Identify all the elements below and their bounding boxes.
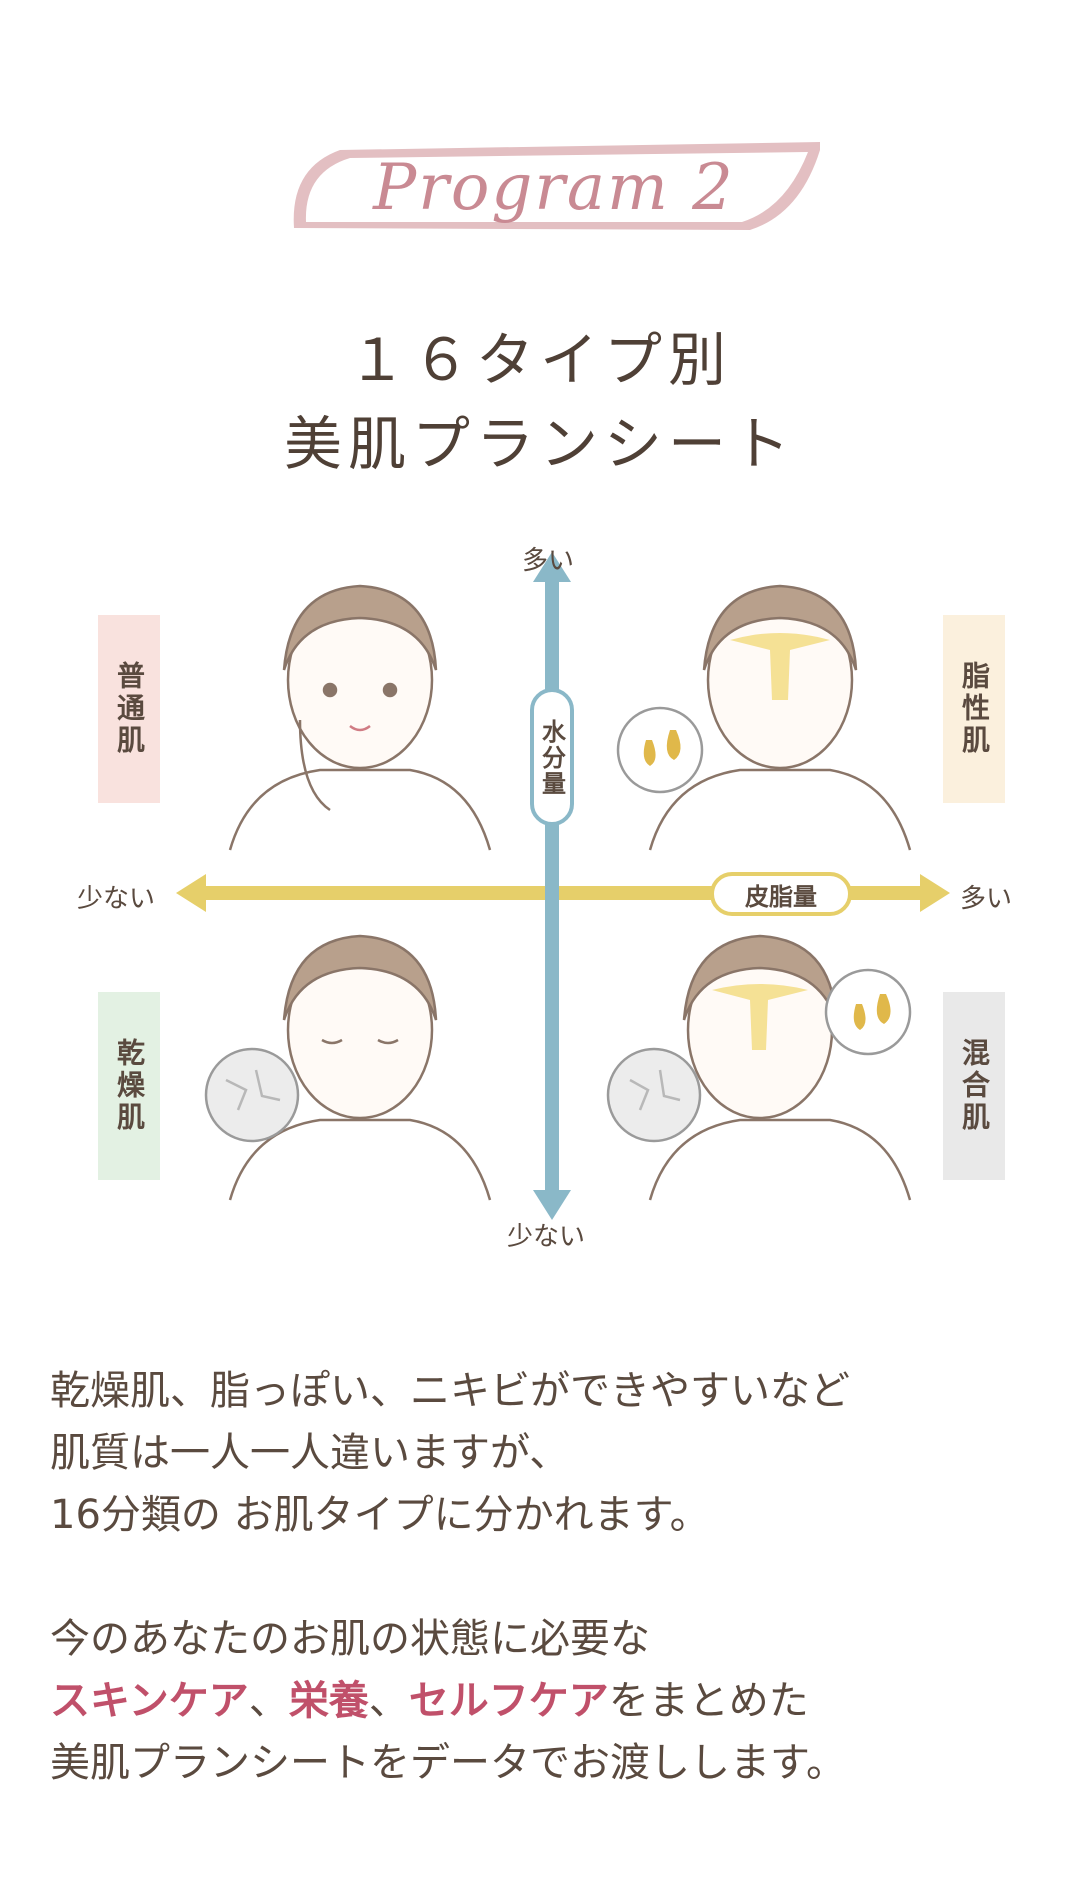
- title-line-2: 美肌プランシート: [283, 410, 796, 478]
- vertical-axis-top: 多い: [522, 546, 575, 576]
- p1-line-1: 乾燥肌、脂っぽい、ニキビができやすいなど: [50, 1368, 850, 1414]
- tag-oily-skin: 脂性肌: [943, 615, 1005, 803]
- program-badge: [293, 142, 820, 230]
- highlight-nutrition: 栄養: [288, 1678, 369, 1724]
- p2-line-2: スキンケア、栄養、セルフケアをまとめた: [50, 1670, 1050, 1732]
- tag-normal-skin: 普通肌: [98, 615, 160, 803]
- separator: 、: [248, 1678, 289, 1724]
- tag-dry-skin: 乾燥肌: [98, 992, 160, 1180]
- tag-mixed-skin: 混合肌: [943, 992, 1005, 1180]
- horizontal-axis-label: 皮脂量: [745, 882, 817, 911]
- p2-line-2-tail: をまとめた: [608, 1678, 809, 1724]
- vertical-axis-label: 水分量: [537, 719, 566, 797]
- horizontal-axis-right: 多い: [960, 884, 1013, 914]
- face-dry-icon: [204, 934, 492, 1201]
- vertical-axis-pill: [530, 688, 574, 826]
- p2-line-1: 今のあなたのお肌の状態に必要な: [50, 1616, 650, 1662]
- p1-line-2: 肌質は一人一人違いますが、: [50, 1430, 570, 1476]
- skin-type-diagram: 多い 少ない 少ない 多い 水分量 皮脂量 普通肌 脂性肌 乾燥肌 混合肌: [0, 530, 1080, 1270]
- highlight-selfcare: セルフケア: [408, 1678, 609, 1724]
- diagram-art: [176, 552, 950, 1220]
- description-paragraph-1: 乾燥肌、脂っぽい、ニキビができやすいなど 肌質は一人一人違いますが、 16分類の…: [50, 1360, 1050, 1546]
- horizontal-axis-pill: [710, 872, 852, 916]
- face-normal-icon: [228, 584, 492, 851]
- face-mixed-icon: [606, 934, 912, 1201]
- description-paragraph-2: 今のあなたのお肌の状態に必要な スキンケア、栄養、セルフケアをまとめた 美肌プラ…: [50, 1608, 1050, 1794]
- face-oily-icon: [616, 584, 912, 851]
- p1-line-3: 16分類の お肌タイプに分かれます。: [50, 1492, 710, 1538]
- page-title: １６タイプ別 美肌プランシート: [0, 318, 1080, 486]
- horizontal-axis-left: 少ない: [77, 884, 156, 914]
- separator: 、: [368, 1678, 409, 1724]
- program-badge-text: Program 2: [373, 151, 735, 225]
- vertical-axis-bottom: 少ない: [507, 1222, 586, 1252]
- description: 乾燥肌、脂っぽい、ニキビができやすいなど 肌質は一人一人違いますが、 16分類の…: [50, 1360, 1050, 1856]
- p2-line-3: 美肌プランシートをデータでお渡しします。: [50, 1740, 846, 1786]
- title-line-1: １６タイプ別: [347, 326, 732, 394]
- highlight-skincare: スキンケア: [50, 1678, 249, 1724]
